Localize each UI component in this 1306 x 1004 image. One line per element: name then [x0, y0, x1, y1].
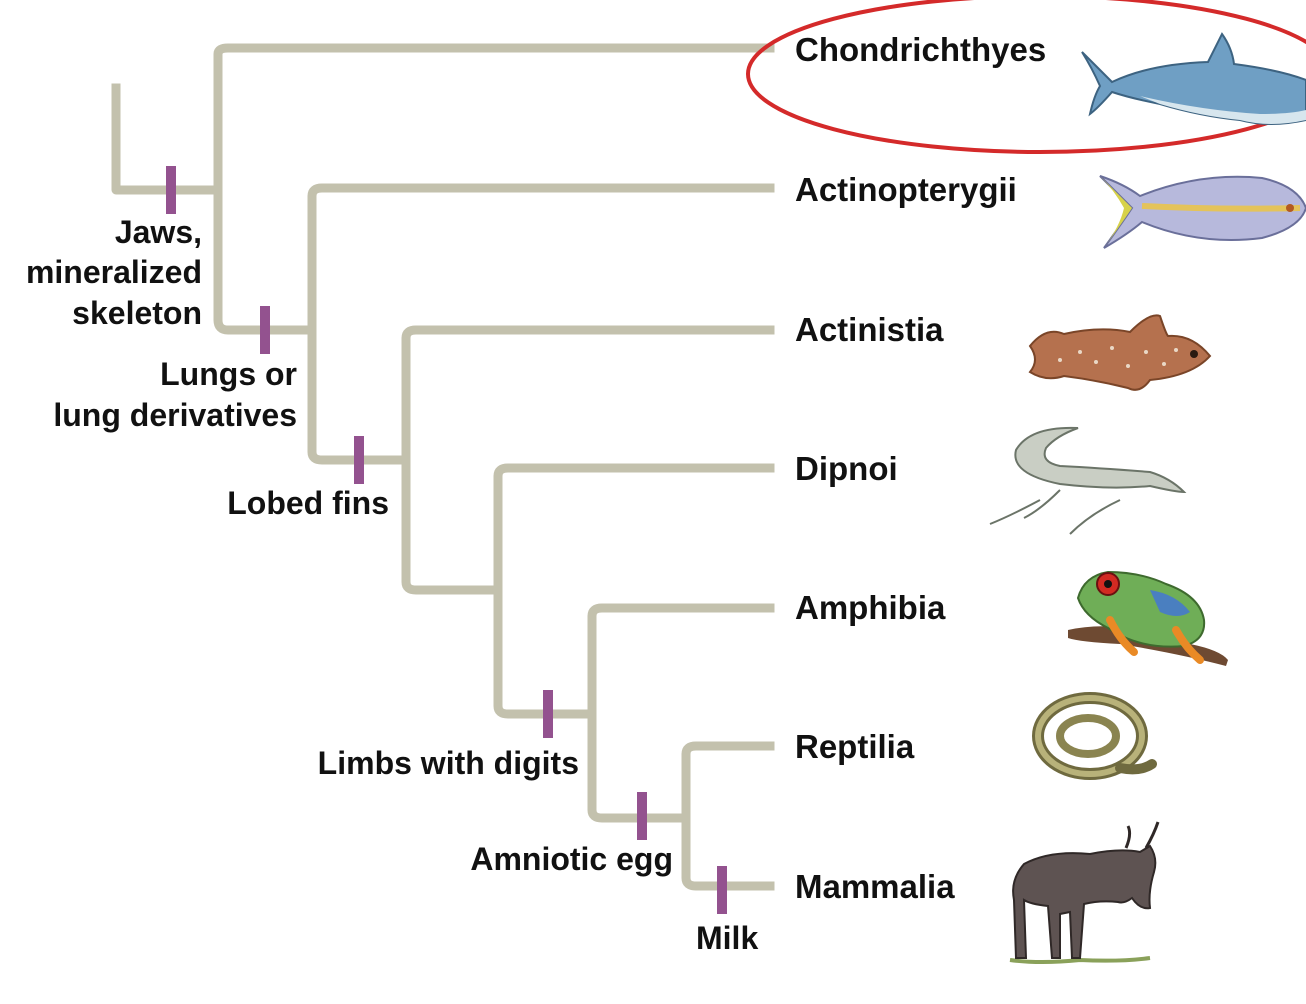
node-sarcopterygii [307, 325, 411, 465]
node-tetrapoda [493, 585, 597, 719]
trait-label-limbs-with-digits: Limbs with digits [317, 745, 579, 781]
trait-label-amniotic-egg: Amniotic egg [470, 841, 673, 877]
shark-illustration [1081, 32, 1306, 125]
taxon-label-actinistia: Actinistia [795, 311, 944, 348]
node-osteichthyes [213, 185, 317, 335]
snake-illustration [1032, 692, 1157, 780]
trait-label-jaws-line1: Jaws, [114, 214, 202, 250]
trait-label-jaws-line3: skeleton [72, 295, 202, 331]
ray-finned-fish-illustration [1099, 175, 1306, 249]
trait-label-milk: Milk [696, 920, 759, 956]
node-amniota [587, 709, 691, 823]
trait-label-lobed-fins: Lobed fins [227, 485, 389, 521]
branch-mammalia [681, 813, 775, 891]
taxon-label-actinopterygii: Actinopterygii [795, 171, 1017, 208]
taxon-label-mammalia: Mammalia [795, 868, 955, 905]
trait-label-lungs-line2: lung derivatives [53, 397, 297, 433]
branch-actinistia [401, 325, 775, 465]
frog-illustration [1068, 570, 1228, 666]
branch-amphibia [587, 603, 775, 719]
root-branch [111, 83, 223, 195]
node-rhipidistia [401, 455, 503, 595]
trait-label-jaws-line2: mineralized [25, 254, 202, 290]
taxon-label-reptilia: Reptilia [795, 728, 915, 765]
branch-reptilia [681, 741, 775, 823]
lungfish-illustration [989, 426, 1187, 535]
branch-chondrichthyes [213, 43, 775, 195]
coelacanth-illustration [1028, 314, 1212, 391]
taxon-label-chondrichthyes: Chondrichthyes [795, 31, 1047, 68]
trait-label-lungs-line1: Lungs or [160, 356, 297, 392]
wildebeest-illustration [1009, 821, 1160, 964]
highlight-ellipse [746, 0, 1306, 154]
branch-dipnoi [493, 463, 775, 595]
taxon-label-amphibia: Amphibia [795, 589, 946, 626]
taxon-label-dipnoi: Dipnoi [795, 450, 898, 487]
branch-actinopterygii [307, 183, 775, 335]
